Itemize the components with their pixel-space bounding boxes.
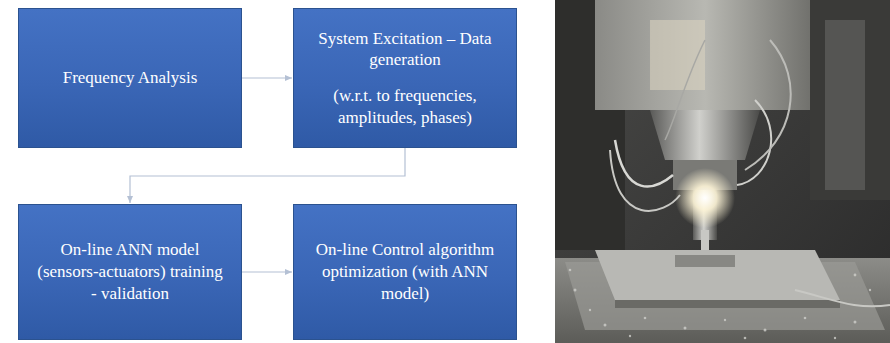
box-text: On-line ANN model (sensors-actuators) tr… (37, 239, 223, 304)
process-box: System Excitation – Data generation (w.r.… (293, 8, 517, 148)
box-text: System Excitation – Data generation (312, 28, 498, 72)
flow-arrow (130, 148, 405, 203)
machine-photo (555, 0, 890, 343)
process-box: On-line ANN model (sensors-actuators) tr… (18, 204, 242, 340)
process-box: Frequency Analysis (18, 8, 242, 148)
box-text: Frequency Analysis (63, 67, 198, 89)
flow-arrow (242, 77, 292, 78)
process-box: On-line Control algorithm optimization (… (293, 204, 517, 340)
box-subtext: (w.r.t. to frequencies, amplitudes, phas… (312, 85, 498, 129)
box-text: On-line Control algorithm optimization (… (312, 239, 498, 304)
flow-arrow (242, 271, 292, 272)
